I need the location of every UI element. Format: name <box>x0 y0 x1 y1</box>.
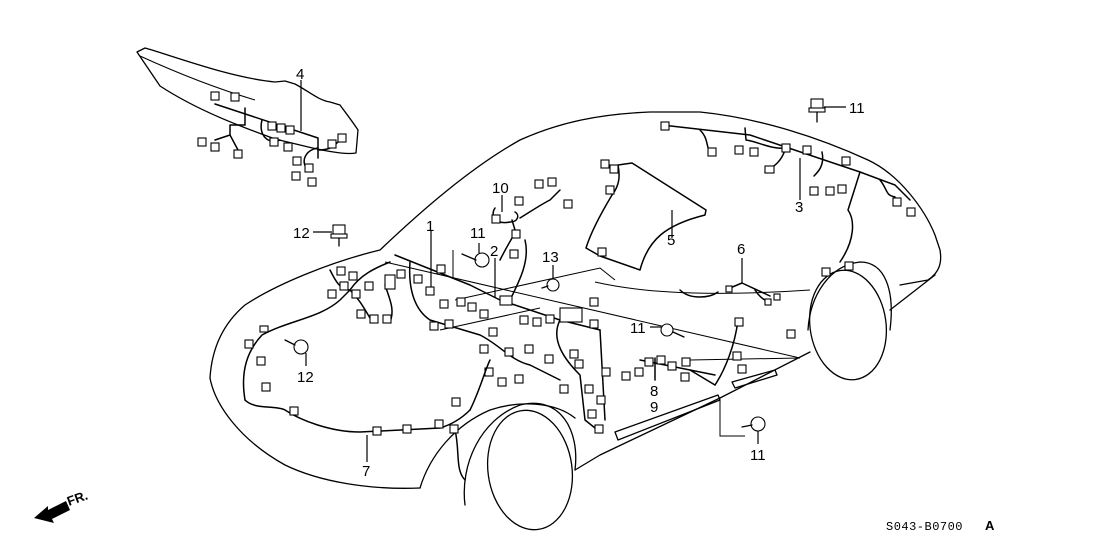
callout-12-engine: 12 <box>297 369 314 386</box>
bolt-11-roof <box>808 98 846 123</box>
engine-harness-group <box>242 261 491 481</box>
bolt-11-lower <box>741 416 766 444</box>
bolt-11-cabin <box>452 243 490 279</box>
engine-connectors <box>244 266 461 436</box>
side-sill-rear <box>731 369 778 389</box>
callout-7: 7 <box>362 463 370 480</box>
callout-8: 8 <box>650 383 658 400</box>
dashboard-outline <box>136 47 359 155</box>
front-label: FR. <box>65 488 90 509</box>
bolt-13 <box>541 265 560 292</box>
callout-4: 4 <box>296 66 304 83</box>
bolt-12-top <box>313 224 348 247</box>
callout-9: 9 <box>650 399 658 416</box>
side-sill-front <box>614 394 721 441</box>
callout-11-cabin: 11 <box>470 225 486 242</box>
callout-1: 1 <box>426 218 434 235</box>
callout-12-top: 12 <box>293 225 310 242</box>
callout-5: 5 <box>667 232 675 249</box>
bolt-12-engine <box>284 339 309 366</box>
roof-harness-group <box>660 121 916 339</box>
rear-wheel <box>808 269 888 381</box>
callout-2: 2 <box>490 243 498 260</box>
front-arrow-icon <box>34 501 70 523</box>
callout-13: 13 <box>542 249 559 266</box>
cabin-harness-group <box>394 177 747 434</box>
bolt-11-sill <box>650 323 685 338</box>
car-body-group <box>209 111 942 531</box>
dashboard-connectors <box>197 91 347 187</box>
sub-harness-6-group <box>679 258 781 306</box>
diagram-code: S043-B0700 A <box>886 518 995 534</box>
front-wheel-arch <box>463 402 577 506</box>
diagram-code-number: S043-B0700 <box>886 520 963 534</box>
front-direction-indicator: FR. <box>34 488 90 523</box>
car-body-outline <box>209 111 942 379</box>
front-wheel <box>486 409 574 531</box>
floor-harness-group <box>585 159 707 271</box>
callout-11-lower: 11 <box>750 447 766 464</box>
callouts: 1 2 3 4 5 6 7 8 9 10 11 11 11 11 12 12 1… <box>293 66 865 480</box>
callout-10: 10 <box>492 180 509 197</box>
callout-3: 3 <box>795 199 803 216</box>
callout-11-sill: 11 <box>630 320 646 337</box>
diagram-code-revision: A <box>985 518 995 533</box>
cabin-connectors <box>396 177 747 434</box>
callout-11-roof: 11 <box>849 100 865 117</box>
callout-6: 6 <box>737 241 745 258</box>
dashboard-harness-group <box>136 47 359 187</box>
